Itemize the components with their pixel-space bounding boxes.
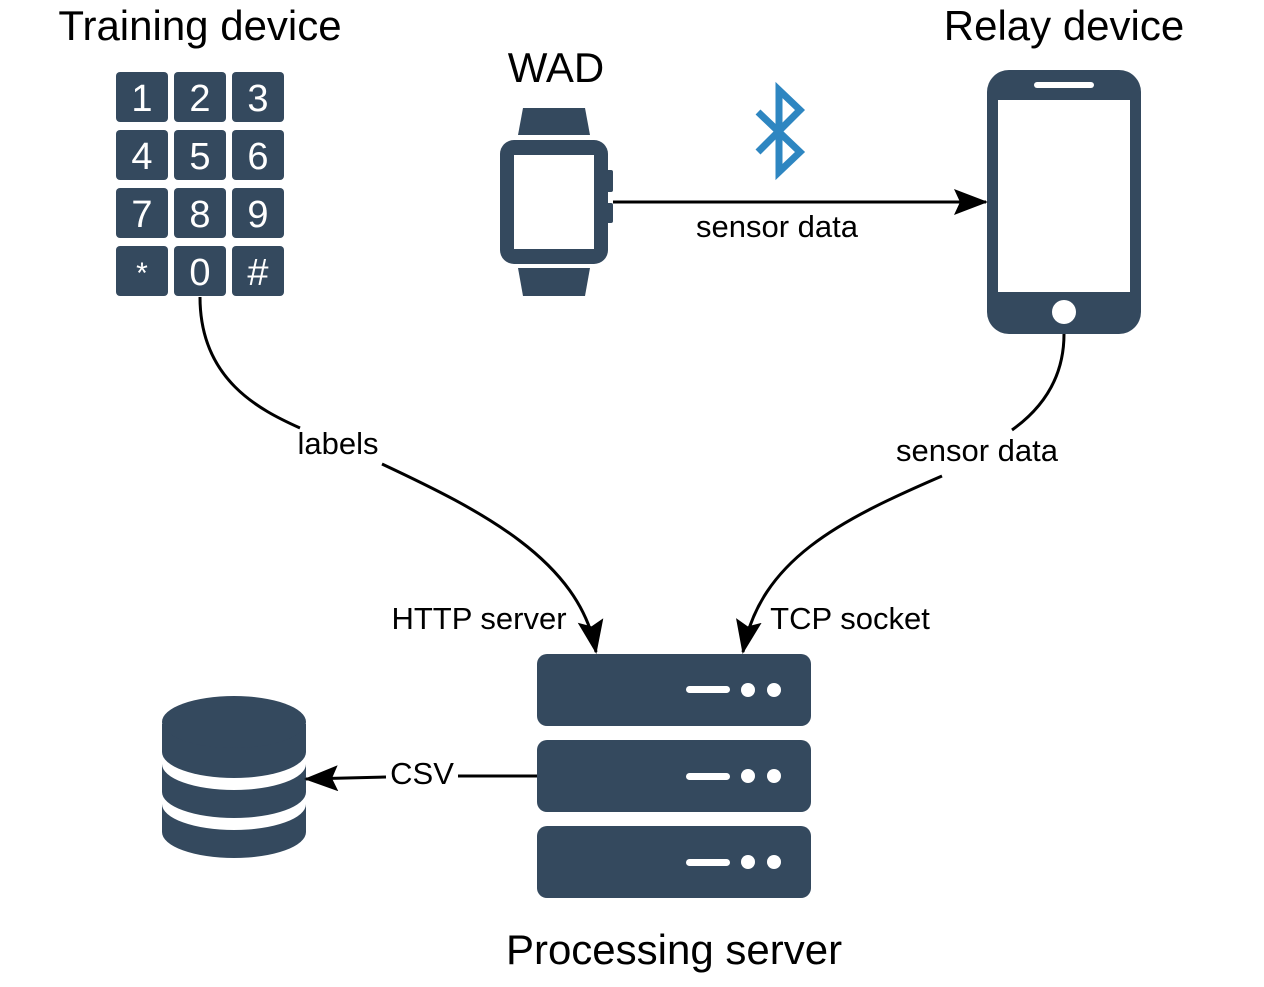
keypad-key-label: # [247,252,268,294]
keypad-key-label: 5 [189,136,210,178]
edge-label-sensor-data-bluetooth: sensor data [696,209,859,244]
endpoint-label-tcp-socket: TCP socket [770,601,930,636]
server-unit [537,740,811,812]
keypad-key: 5 [174,130,226,180]
edge-relay-to-server: sensor data TCP socket [736,333,1066,654]
training-device-title: Training device [58,2,341,49]
bluetooth-icon [755,81,806,181]
relay-device-title: Relay device [944,2,1184,49]
server-rack-icon [537,654,811,898]
keypad-key: 0 [174,246,226,296]
keypad-key-label: 6 [247,136,268,178]
keypad-key-label: 0 [189,252,210,294]
keypad-key: 7 [116,188,168,238]
keypad-key-label: 7 [131,194,152,236]
keypad-key-label: 8 [189,194,210,236]
keypad-key: 8 [174,188,226,238]
keypad-key-label: 2 [189,78,210,120]
edge-label-csv: CSV [390,756,454,791]
wad-title: WAD [508,44,604,91]
database-icon [162,696,306,858]
processing-server-title: Processing server [506,926,842,973]
keypad-key: 1 [116,72,168,122]
server-unit [537,654,811,726]
keypad-key-label: * [136,257,148,290]
keypad-key-label: 9 [247,194,268,236]
keypad-key: # [232,246,284,296]
edge-wad-to-relay: sensor data [613,189,988,244]
server-unit [537,826,811,898]
keypad-key-label: 1 [131,78,152,120]
smartwatch-icon [500,108,613,296]
keypad-key-label: 4 [131,136,152,178]
keypad-key: 2 [174,72,226,122]
keypad-key-label: 3 [247,78,268,120]
keypad-key: 6 [232,130,284,180]
edge-label-labels: labels [298,426,379,461]
keypad-key: 9 [232,188,284,238]
smartphone-icon [987,70,1141,334]
edge-server-to-db: CSV [304,756,537,792]
keypad-key: 4 [116,130,168,180]
endpoint-label-http-server: HTTP server [391,601,566,636]
keypad-key: 3 [232,72,284,122]
keypad-key: * [116,246,168,296]
edge-label-sensor-data: sensor data [896,433,1059,468]
edge-training-to-server: labels HTTP server [198,296,604,654]
